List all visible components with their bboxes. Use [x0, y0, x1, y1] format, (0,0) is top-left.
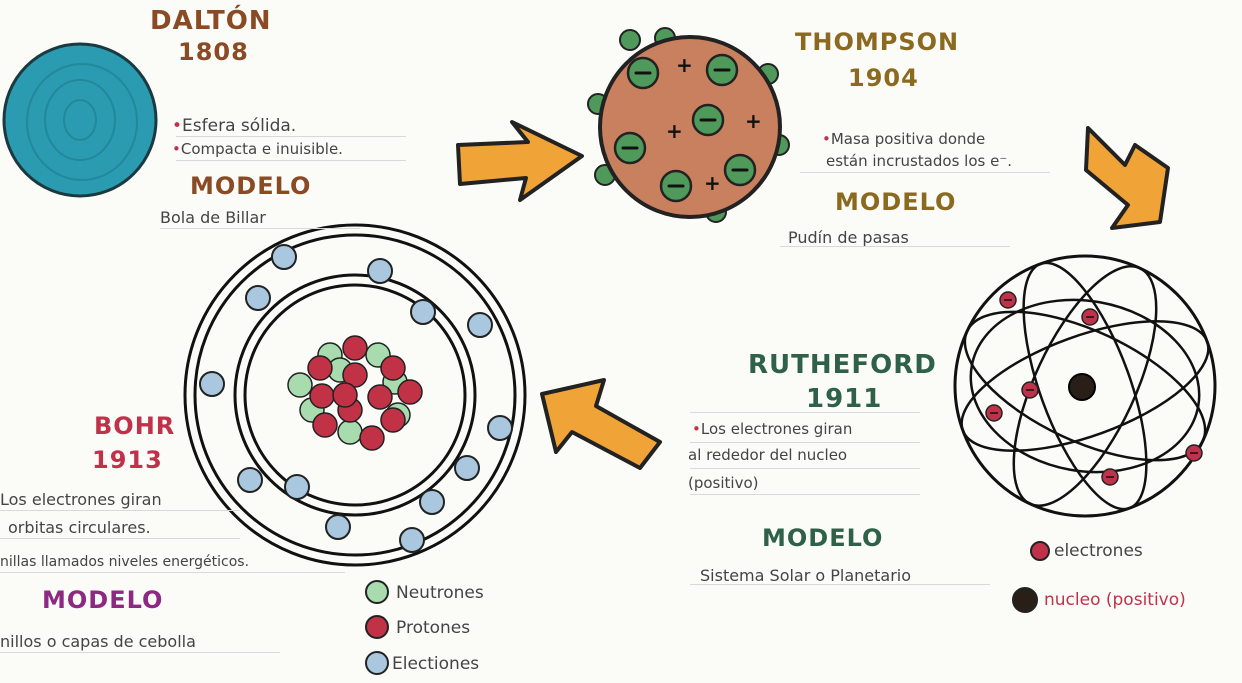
bohr-bullet-1: Los electrones giran [0, 490, 162, 509]
thompson-name: THOMPSON [795, 28, 959, 56]
dalton-name: DALTÓN [150, 6, 272, 36]
rutheford-year: 1911 [806, 384, 882, 414]
bohr-name: BOHR [94, 412, 175, 440]
thompson-bullet-1: •Masa positiva donde [822, 130, 985, 148]
thompson-model-label: MODELO [835, 188, 956, 216]
bohr-bullet-2: orbitas circulares. [8, 518, 151, 537]
thompson-bullet-2: están incrustados los e⁻. [826, 152, 1012, 170]
svg-text:+: + [704, 171, 721, 195]
rutheford-model-label: MODELO [762, 524, 883, 552]
rutheford-name: RUTHEFORD [748, 350, 937, 380]
dalton-bullet-1: •Esfera sólida. [172, 116, 296, 136]
svg-text:+: + [745, 109, 762, 133]
bohr-nucleus [288, 336, 422, 450]
svg-text:+: + [666, 119, 683, 143]
bohr-year: 1913 [92, 446, 163, 474]
rutheford-bullet-2: al rededor del nucleo [688, 446, 847, 464]
bohr-legend-electiones: Electiones [392, 654, 479, 674]
dalton-bullet-2: •Compacta e inuisible. [172, 140, 343, 158]
rutheford-bullet-1: •Los electrones giran [692, 420, 852, 438]
thompson-atom: + + + + [588, 28, 789, 222]
arrow-left [542, 380, 660, 468]
arrow-down-right [1086, 128, 1168, 228]
rutheford-bullet-3: (positivo) [688, 474, 759, 492]
bohr-legend-protones: Protones [396, 618, 470, 638]
rutheford-model-name: Sistema Solar o Planetario [700, 566, 911, 585]
bohr-legend-neutrones: Neutrones [396, 583, 484, 603]
bohr-model-name: nillos o capas de cebolla [0, 632, 196, 651]
dalton-sphere [4, 44, 156, 196]
arrow-right [458, 122, 582, 200]
bohr-bullet-3: nillas llamados niveles energéticos. [0, 554, 249, 570]
dalton-model-label: MODELO [190, 172, 311, 200]
svg-text:+: + [676, 53, 693, 77]
dalton-model-name: Bola de Billar [160, 208, 266, 227]
rutheford-legend-electrones: electrones [1054, 541, 1143, 561]
bohr-model-label: MODELO [42, 586, 163, 614]
rutheford-legend-nucleo: nucleo (positivo) [1044, 590, 1186, 610]
bohr-legend-icons [366, 581, 388, 674]
thompson-year: 1904 [848, 64, 919, 92]
thompson-model-name: Pudín de pasas [788, 228, 909, 247]
dalton-year: 1808 [178, 38, 249, 66]
